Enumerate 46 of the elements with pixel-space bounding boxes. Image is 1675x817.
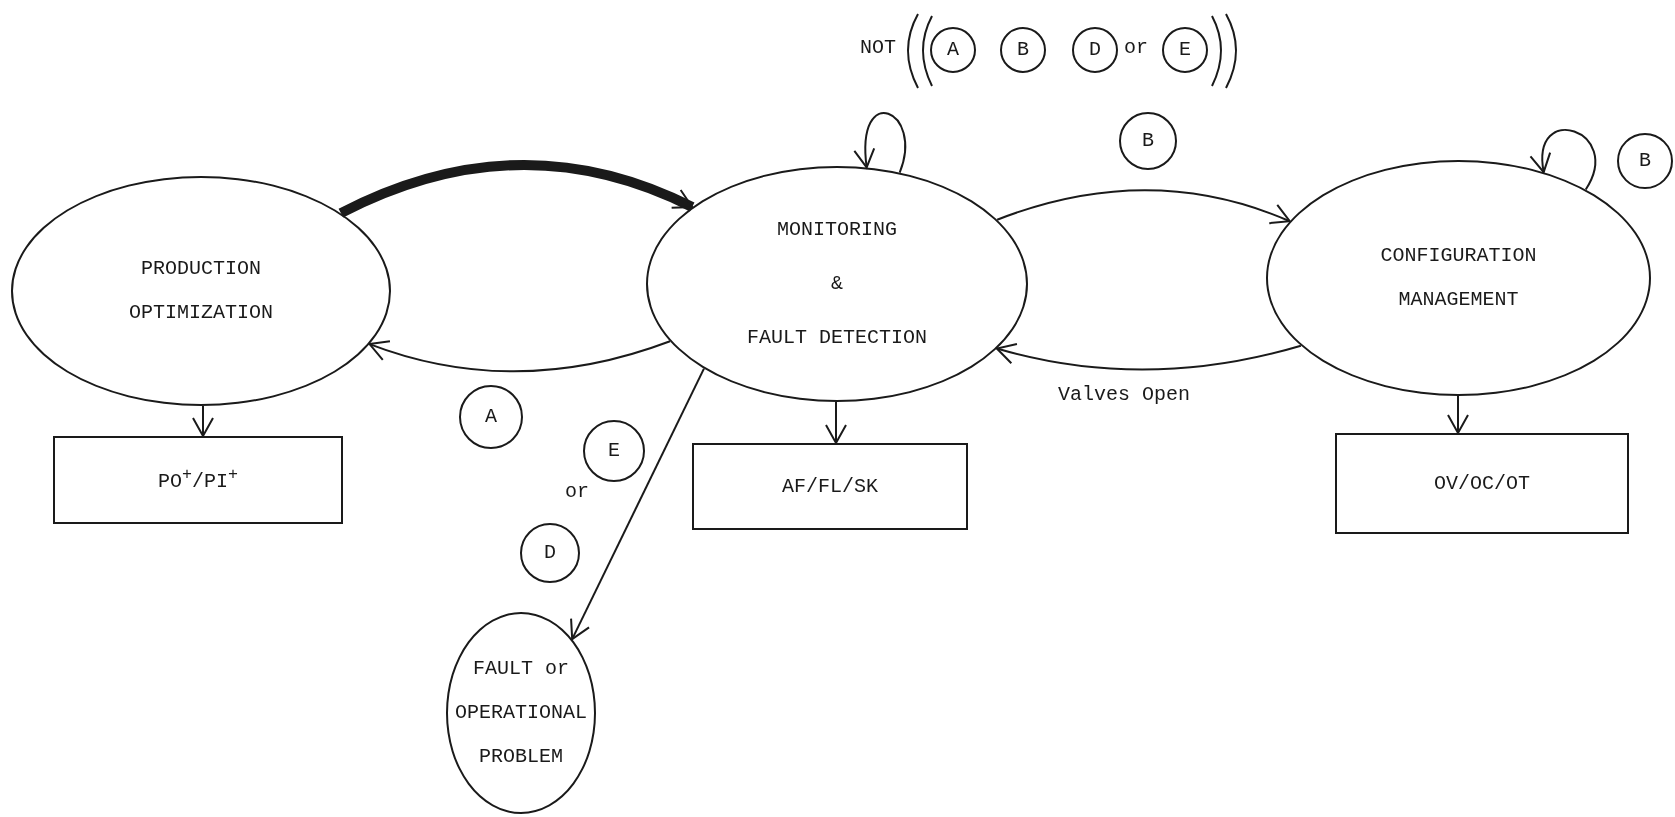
- text-label: or: [565, 480, 589, 503]
- letter-circle: [930, 27, 976, 73]
- node-label: FAULT or OPERATIONAL PROBLEM: [454, 656, 588, 770]
- node-label: AF/FL/SK: [781, 473, 879, 500]
- arrow: [1447, 395, 1469, 434]
- letter-circle: [459, 385, 523, 449]
- arrow: [1531, 128, 1597, 191]
- state-ellipse: [11, 176, 391, 406]
- arrow: [368, 339, 672, 373]
- arrow: [338, 160, 695, 218]
- arrow: [996, 189, 1291, 225]
- circle-letter: A: [484, 404, 498, 430]
- letter-circle: [1119, 112, 1177, 170]
- node-label: CONFIGURATION MANAGEMENT: [1379, 243, 1538, 313]
- letter-circle: [1162, 27, 1208, 73]
- arrow: [854, 112, 907, 174]
- node-label: MONITORING: [776, 217, 898, 243]
- circle-letter: B: [1141, 128, 1155, 154]
- node-label: FAULT DETECTION: [746, 325, 928, 351]
- letter-circle: [583, 420, 645, 482]
- letter-circle: [520, 523, 580, 583]
- arrow: [570, 367, 705, 641]
- node-label: &: [830, 271, 844, 297]
- letter-circle: [1000, 27, 1046, 73]
- circle-letter: E: [607, 438, 621, 464]
- node-label: PO$^{+}$/PI$^{+}$: [157, 463, 239, 495]
- circle-letter: D: [543, 540, 557, 566]
- arrow: [995, 342, 1302, 371]
- state-ellipse: [646, 166, 1028, 402]
- circle-letter: D: [1088, 37, 1102, 63]
- state-ellipse: [446, 612, 596, 814]
- node-label: PRODUCTION OPTIMIZATION: [128, 256, 274, 326]
- arrow: [825, 401, 847, 444]
- letter-circle: [1072, 27, 1118, 73]
- circle-letter: B: [1638, 148, 1652, 174]
- arrow: [192, 405, 214, 437]
- output-box: [692, 443, 968, 530]
- text-label: NOT: [860, 36, 896, 59]
- output-box: [1335, 433, 1629, 534]
- circle-letter: E: [1178, 37, 1192, 63]
- node-label: OV/OC/OT: [1433, 470, 1531, 497]
- output-box: [53, 436, 343, 524]
- circle-letter: A: [946, 37, 960, 63]
- letter-circle: [1617, 133, 1673, 189]
- circle-letter: B: [1016, 37, 1030, 63]
- text-label: or: [1124, 36, 1148, 59]
